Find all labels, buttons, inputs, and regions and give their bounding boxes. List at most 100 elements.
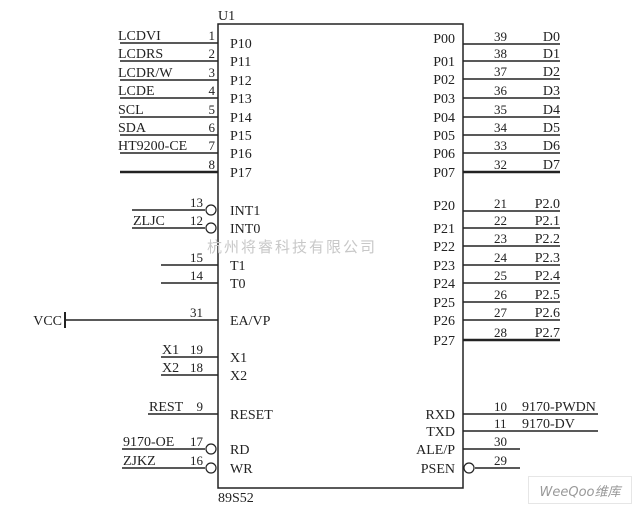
net-label: X2 xyxy=(162,361,179,376)
net-label: D6 xyxy=(543,139,560,154)
pin-name: P05 xyxy=(433,129,455,144)
pin-number: 33 xyxy=(494,138,507,153)
pin-name: P24 xyxy=(433,277,455,292)
pin-name: P25 xyxy=(433,296,455,311)
net-label: LCDR/W xyxy=(118,66,173,81)
pin-number: 4 xyxy=(209,83,216,98)
vcc-label: VCC xyxy=(33,314,62,329)
pin-number: 17 xyxy=(190,434,204,449)
pin-number: 34 xyxy=(494,120,508,135)
net-label: P2.2 xyxy=(535,232,560,247)
pin-name: P04 xyxy=(433,111,455,126)
inversion-bubble xyxy=(205,443,217,455)
pin-name: RXD xyxy=(425,408,455,423)
pin-number: 36 xyxy=(494,83,508,98)
pin-name: T0 xyxy=(230,277,246,292)
pin-number: 23 xyxy=(494,231,507,246)
net-label: D4 xyxy=(543,103,560,118)
pin-number: 10 xyxy=(494,399,507,414)
net-label: X1 xyxy=(162,343,179,358)
pin-number: 11 xyxy=(494,416,507,431)
pin-name: P22 xyxy=(433,240,455,255)
pin-number: 21 xyxy=(494,196,507,211)
net-label: ZLJC xyxy=(133,214,165,229)
pin-number: 6 xyxy=(209,120,216,135)
pin-number: 38 xyxy=(494,46,507,61)
pin-number: 31 xyxy=(190,305,203,320)
pin-name: INT0 xyxy=(230,222,260,237)
pin-name: P01 xyxy=(433,55,455,70)
pin-number: 12 xyxy=(190,213,203,228)
pin-name: P15 xyxy=(230,129,252,144)
net-label: 9170-PWDN xyxy=(522,400,596,415)
pin-number: 2 xyxy=(209,46,216,61)
net-label: P2.6 xyxy=(535,306,560,321)
net-label: HT9200-CE xyxy=(118,139,187,154)
net-label: D1 xyxy=(543,47,560,62)
net-label: 9170-OE xyxy=(123,435,174,450)
pin-name: P26 xyxy=(433,314,455,329)
pin-name: P11 xyxy=(230,55,251,70)
pin-number: 9 xyxy=(197,399,204,414)
pin-name: X2 xyxy=(230,369,247,384)
pin-number: 30 xyxy=(494,434,507,449)
pin-number: 5 xyxy=(209,102,216,117)
site-logo: WeeQoo维库 xyxy=(528,476,632,504)
chip-ref: U1 xyxy=(218,9,235,24)
watermark: 杭州将睿科技有限公司 xyxy=(207,238,378,256)
pin-name: P17 xyxy=(230,166,252,181)
pin-number: 16 xyxy=(190,453,204,468)
net-label: D5 xyxy=(543,121,560,136)
pin-number: 24 xyxy=(494,250,508,265)
pin-number: 7 xyxy=(209,138,216,153)
pin-number: 27 xyxy=(494,305,508,320)
pin-name: P14 xyxy=(230,111,252,126)
pin-number: 22 xyxy=(494,213,507,228)
pin-number: 14 xyxy=(190,268,204,283)
pin-number: 28 xyxy=(494,325,507,340)
pin-number: 8 xyxy=(209,157,216,172)
pin-number: 32 xyxy=(494,157,507,172)
net-label: ZJKZ xyxy=(123,454,156,469)
inversion-bubble xyxy=(205,222,217,234)
pin-name: T1 xyxy=(230,259,246,274)
net-label: SCL xyxy=(118,103,144,118)
pin-number: 39 xyxy=(494,29,507,44)
pin-name: P03 xyxy=(433,92,455,107)
net-label: LCDE xyxy=(118,84,155,99)
pin-name: INT1 xyxy=(230,204,260,219)
net-label: SDA xyxy=(118,121,147,136)
pin-name: P07 xyxy=(433,166,455,181)
pin-name: P06 xyxy=(433,147,455,162)
net-label: P2.0 xyxy=(535,197,560,212)
pin-number: 29 xyxy=(494,453,507,468)
chip-part: 89S52 xyxy=(218,491,254,506)
pin-name: X1 xyxy=(230,351,247,366)
pin-name: EA/VP xyxy=(230,314,271,329)
net-label: P2.7 xyxy=(535,326,560,341)
pin-number: 3 xyxy=(209,65,216,80)
pin-name: ALE/P xyxy=(416,443,455,458)
pin-name: P20 xyxy=(433,199,455,214)
pin-name: P00 xyxy=(433,32,455,47)
pin-number: 25 xyxy=(494,268,507,283)
pin-name: RESET xyxy=(230,408,273,423)
net-label: D2 xyxy=(543,65,560,80)
net-label: P2.4 xyxy=(535,269,560,284)
pin-name: P16 xyxy=(230,147,252,162)
net-label: REST xyxy=(149,400,184,415)
net-label: D0 xyxy=(543,30,560,45)
pin-number: 19 xyxy=(190,342,203,357)
net-label: P2.5 xyxy=(535,288,560,303)
net-label: P2.3 xyxy=(535,251,560,266)
pin-name: RD xyxy=(230,443,249,458)
inversion-bubble xyxy=(205,462,217,474)
pin-number: 13 xyxy=(190,195,203,210)
pin-number: 1 xyxy=(209,28,216,43)
chip-body xyxy=(217,23,464,489)
net-label: 9170-DV xyxy=(522,417,575,432)
pin-name: P12 xyxy=(230,74,252,89)
net-label: D7 xyxy=(543,158,560,173)
